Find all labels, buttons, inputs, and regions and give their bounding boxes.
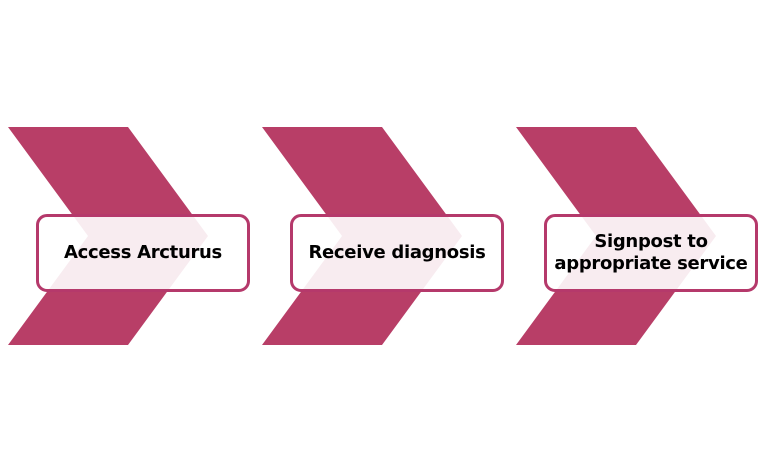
process-step-2: Receive diagnosis (262, 127, 516, 345)
step-box: Access Arcturus (36, 214, 250, 292)
step-label: Signpost to appropriate service (554, 231, 748, 275)
step-label: Access Arcturus (64, 242, 222, 264)
step-label: Receive diagnosis (308, 242, 485, 264)
process-step-1: Access Arcturus (8, 127, 262, 345)
step-box: Signpost to appropriate service (544, 214, 758, 292)
step-label-line: appropriate service (554, 253, 748, 274)
step-label-line: Access Arcturus (64, 242, 222, 263)
process-step-3: Signpost to appropriate service (516, 127, 765, 345)
step-box: Receive diagnosis (290, 214, 504, 292)
step-label-line: Signpost to (594, 231, 708, 252)
step-label-line: Receive diagnosis (308, 242, 486, 263)
